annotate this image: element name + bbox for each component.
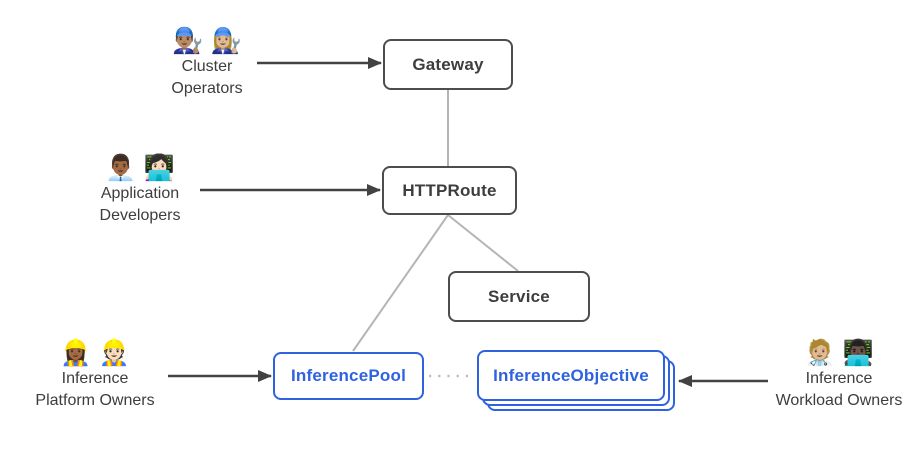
node-service: Service [448, 271, 590, 322]
actor-inference-platform-owners: 👷🏾‍♀️ 👷🏻 Inference Platform Owners [15, 338, 175, 412]
edge-httproute-service [447, 214, 519, 272]
application-developers-label-line2: Developers [99, 207, 181, 224]
actor-cluster-operators: 👨🏽‍🔧 👩🏼‍🔧 Cluster Operators [142, 26, 272, 100]
node-gateway: Gateway [383, 39, 513, 90]
cluster-operators-label-line1: Cluster [181, 58, 233, 75]
inference-workload-owners-label-line2: Workload Owners [775, 392, 902, 409]
actor-inference-workload-owners: 🧑🏼‍⚕️ 👨🏿‍💻 Inference Workload Owners [756, 338, 902, 412]
node-gateway-label: Gateway [412, 54, 484, 74]
node-inference-objective-label: InferenceObjective [493, 365, 649, 385]
node-inference-objective-stack: InferenceObjective [477, 350, 675, 411]
application-developers-label-line1: Application [100, 185, 180, 202]
cluster-operators-label-line2: Operators [171, 80, 243, 97]
edge-httproute-inferencepool [352, 214, 449, 352]
inference-workload-owners-icon: 🧑🏼‍⚕️ 👨🏿‍💻 [804, 339, 874, 367]
inference-workload-owners-label-line1: Inference [805, 370, 873, 387]
application-developers-icon: 👨🏾‍💼 👩🏻‍💻 [105, 154, 175, 182]
node-inference-objective: InferenceObjective [477, 350, 665, 401]
node-service-label: Service [488, 286, 550, 306]
node-inference-pool-label: InferencePool [290, 366, 407, 385]
inference-platform-owners-icon: 👷🏾‍♀️ 👷🏻 [60, 339, 130, 367]
actor-application-developers: 👨🏾‍💼 👩🏻‍💻 Application Developers [75, 153, 205, 227]
inference-platform-owners-label-line1: Inference [61, 370, 129, 387]
inference-platform-owners-label-line2: Platform Owners [35, 392, 155, 409]
node-inference-pool: InferencePool [273, 352, 424, 400]
node-httproute: HTTPRoute [382, 166, 517, 215]
cluster-operators-icon: 👨🏽‍🔧 👩🏼‍🔧 [172, 27, 242, 55]
node-httproute-label: HTTPRoute [402, 180, 497, 200]
